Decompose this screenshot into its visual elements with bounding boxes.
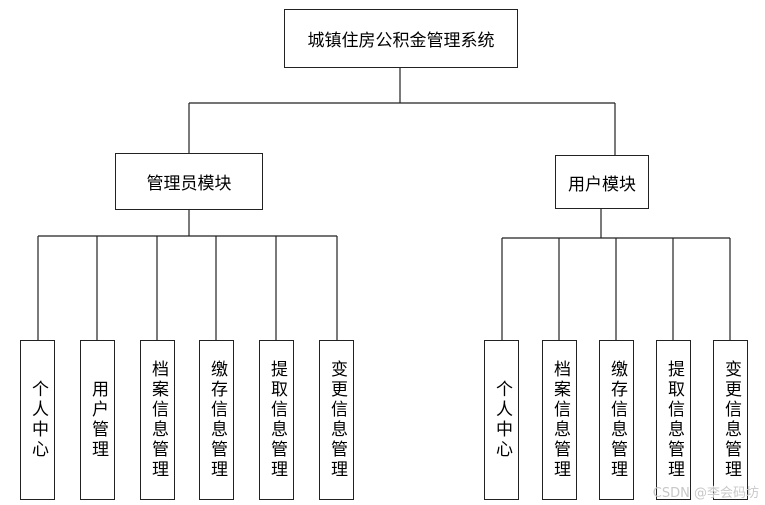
child-label: 提取信息管理 <box>267 360 287 480</box>
child-label: 提取信息管理 <box>664 360 684 480</box>
user-child-personal-center: 个人中心 <box>484 340 519 500</box>
admin-child-withdraw-info: 提取信息管理 <box>259 340 294 500</box>
child-label: 个人中心 <box>28 380 48 460</box>
admin-child-deposit-info: 缴存信息管理 <box>199 340 234 500</box>
user-child-archive-info: 档案信息管理 <box>542 340 577 500</box>
root-node-label: 城镇住房公积金管理系统 <box>307 31 495 51</box>
child-label: 变更信息管理 <box>721 360 741 480</box>
child-label: 档案信息管理 <box>148 360 168 480</box>
child-label: 用户管理 <box>88 380 108 460</box>
user-child-change-info: 变更信息管理 <box>713 340 748 500</box>
module-user-label: 用户模块 <box>568 174 636 195</box>
child-label: 档案信息管理 <box>550 360 570 480</box>
child-label: 个人中心 <box>492 380 512 460</box>
user-child-deposit-info: 缴存信息管理 <box>599 340 634 500</box>
module-admin-node: 管理员模块 <box>115 153 263 210</box>
child-label: 缴存信息管理 <box>207 360 227 480</box>
admin-child-personal-center: 个人中心 <box>20 340 55 500</box>
watermark-text: CSDN @李会码坊 <box>652 486 759 501</box>
child-label: 变更信息管理 <box>327 360 347 480</box>
admin-child-change-info: 变更信息管理 <box>319 340 354 500</box>
module-admin-label: 管理员模块 <box>146 174 232 194</box>
admin-child-user-management: 用户管理 <box>80 340 115 500</box>
module-user-node: 用户模块 <box>555 155 649 209</box>
child-label: 缴存信息管理 <box>607 360 627 480</box>
user-child-withdraw-info: 提取信息管理 <box>656 340 691 500</box>
admin-child-archive-info: 档案信息管理 <box>140 340 175 500</box>
root-node: 城镇住房公积金管理系统 <box>284 9 518 68</box>
